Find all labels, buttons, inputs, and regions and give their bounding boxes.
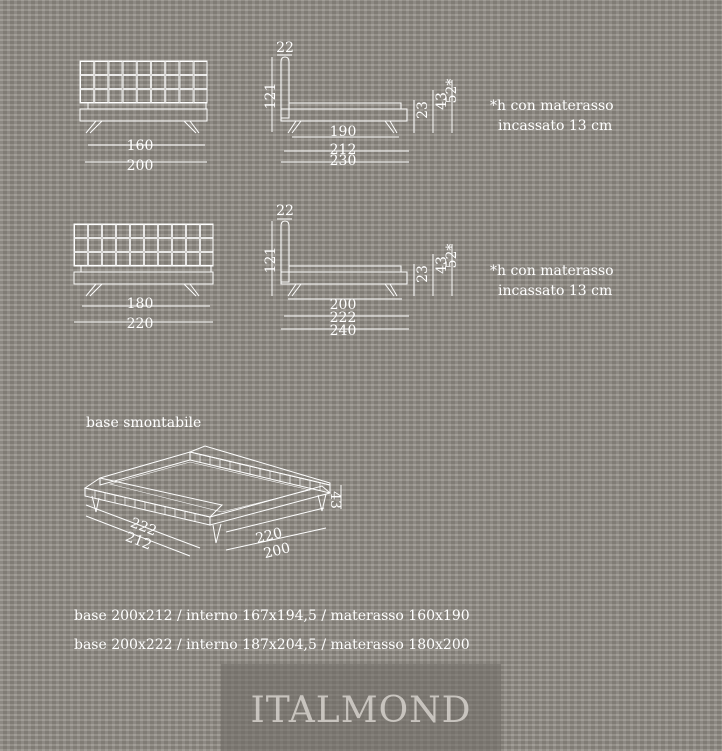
right-leg [183,283,200,297]
mattress [87,102,207,110]
dim-222-line [85,504,201,549]
rail-quilting-back [199,455,321,491]
mattress [80,265,212,273]
bed-180-length-222: 222 [330,310,357,326]
bed-160-inner-width: 160 [127,138,154,154]
bed-180-headboard-thickness: 22 [276,203,294,219]
side-leg-right [384,283,398,297]
base-leg-right [317,493,327,512]
spec-line-2: base 200x222 / interno 187x204,5 / mater… [74,637,470,653]
logo-box: ITALMOND [221,664,501,751]
dim-212-line [85,515,191,557]
bed-frame [73,271,214,285]
headboard-side [280,56,290,119]
spec-line-1: base 200x212 / interno 167x194,5 / mater… [74,608,470,624]
bed-160-length-212: 212 [330,142,357,158]
bed-180-height: 121 [263,247,279,274]
note-line-1: *h con materasso [490,98,614,114]
bed-frame [79,108,208,122]
headboard-quilted [79,60,208,104]
bed-180-length-240: 240 [330,323,357,339]
bed-160-h-52: 52* [444,79,460,104]
base-leg-front [212,523,222,544]
base-isometric-view [83,445,342,557]
side-leg-left [287,283,302,297]
headboard-side [280,220,290,283]
bed-180-side-view [271,218,453,330]
bed-180-outer-width: 220 [127,316,154,332]
bed-180-h-52: 52* [444,244,460,269]
bed-160-note: *h con materasso incassato 13 cm [490,96,614,136]
frame-side [280,271,408,285]
frame-side [280,108,408,122]
right-leg [183,120,200,134]
bed-160-side-view [271,54,453,163]
bed-180-length-200: 200 [330,297,357,313]
bed-160-length-230: 230 [330,153,357,169]
bed-180-h-43: 43 [434,256,450,274]
side-leg-right [384,120,398,134]
mattress-side [288,102,402,110]
base-height: 43 [327,491,343,509]
note-line-1: *h con materasso [490,263,614,279]
bed-160-height: 121 [263,83,279,110]
bed-180-front-view [73,223,214,323]
left-leg [85,120,103,134]
base-leg-front-left [91,495,100,513]
bed-180-h-23: 23 [415,265,431,283]
front-left-rail-top [83,477,223,518]
bed-160-length-190: 190 [330,124,357,140]
bed-180-note: *h con materasso incassato 13 cm [490,261,614,301]
bed-160-headboard-thickness: 22 [276,40,294,56]
bed-160-outer-width: 200 [127,158,154,174]
back-left-rail [99,451,191,486]
bed-160-h-23: 23 [415,101,431,119]
back-right-rail-top [188,445,331,486]
dim-220-line [225,507,325,533]
inner-platform [108,461,311,513]
base-width-inner: 200 [262,540,292,562]
front-right-rail [209,485,332,526]
note-line-2: incassato 13 cm [498,283,613,299]
brand-logo: ITALMOND [250,690,472,731]
mattress-side [288,265,402,273]
base-title: base smontabile [86,415,202,431]
base-width-outer: 220 [254,525,284,547]
rail-quilting-front [94,490,196,522]
note-line-2: incassato 13 cm [498,118,613,134]
left-leg [85,283,103,297]
bed-180-inner-width: 180 [127,296,154,312]
bed-160-h-43: 43 [434,92,450,110]
headboard-quilted [73,223,214,267]
dim-200-line [225,527,327,551]
bed-160-front-view [79,60,208,163]
side-leg-left [287,120,302,134]
